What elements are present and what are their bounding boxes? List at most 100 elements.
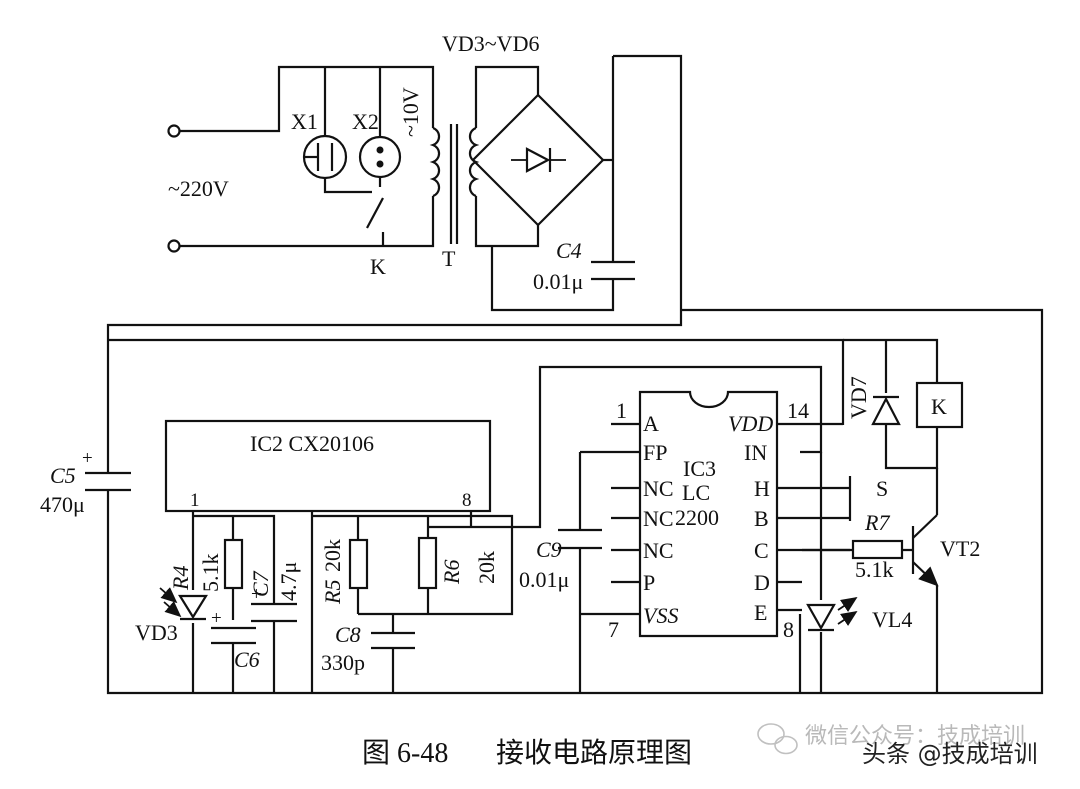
wechat-logo-icon xyxy=(757,723,798,755)
switch-s-label: S xyxy=(876,476,888,501)
watermark: 微信公众号：技成培训 头条 @技成培训 xyxy=(757,723,1038,768)
decoder-section: IC3 LC 2200 1 7 A FP NC NC NC P VSS 14 8… xyxy=(519,390,850,693)
ic3-pin-in: IN xyxy=(744,440,767,465)
figure-number: 图 6-48 xyxy=(362,738,448,769)
mains-terminal-top xyxy=(167,124,181,138)
r7-value: 5.1k xyxy=(855,557,894,582)
c5-value: 470μ xyxy=(40,492,85,517)
mains-terminal-bottom xyxy=(167,239,181,253)
r4-label: R4 xyxy=(168,566,193,591)
r4-value: 5.1k xyxy=(198,554,223,593)
c8-value: 330p xyxy=(321,650,365,675)
resistor-r6-icon xyxy=(417,536,438,590)
ic3-pin1-number: 1 xyxy=(616,398,627,423)
c6-plus-sign: + xyxy=(211,608,222,629)
ic2-chip xyxy=(164,419,492,513)
wire-socket-1 xyxy=(323,67,372,194)
ic3-name-3: 2200 xyxy=(675,505,719,530)
socket-x1-label: X1 xyxy=(291,109,318,134)
ic3-pin7-number: 7 xyxy=(608,617,619,642)
transformer-icon xyxy=(429,124,480,244)
led-vd3-icon xyxy=(159,587,208,621)
relay-k-coil xyxy=(915,381,964,429)
ic3-name-1: IC3 xyxy=(683,456,716,481)
resistor-r5-icon xyxy=(348,538,369,590)
diode-vd7-icon xyxy=(871,395,901,426)
capacitor-c7-icon xyxy=(251,602,297,623)
ic3-pin-e: E xyxy=(754,600,767,625)
c6-label: C6 xyxy=(234,647,260,672)
led-vl4-icon xyxy=(806,597,858,632)
vd7-label: VD7 xyxy=(846,376,871,419)
r6-label: R6 xyxy=(439,560,464,585)
c9-value: 0.01μ xyxy=(519,567,569,592)
ic3-name-2: LC xyxy=(682,480,710,505)
wire-secondary-top xyxy=(474,65,540,128)
r5-label: R5 xyxy=(320,580,345,605)
vt2-label: VT2 xyxy=(940,536,980,561)
ic3-pin-nc3: NC xyxy=(643,538,674,563)
wire-rc-network xyxy=(312,514,514,616)
socket-x2-label: X2 xyxy=(352,109,379,134)
ic3-pin-fp: FP xyxy=(643,440,667,465)
wire-mains-top xyxy=(180,65,435,133)
ic3-pin-p: P xyxy=(643,570,655,595)
ic3-pin-a: A xyxy=(643,411,659,436)
wire-ic2-out-to-in xyxy=(428,365,823,529)
capacitor-c5-icon xyxy=(85,471,131,492)
relay-k-label: K xyxy=(931,394,947,419)
resistor-r4-icon xyxy=(223,538,244,590)
secondary-voltage-label: ~10V xyxy=(398,87,423,137)
ic3-chip xyxy=(638,390,779,638)
c5-plus-sign: + xyxy=(82,448,93,469)
wire-relay-loop xyxy=(843,338,939,470)
transistor-vt2-icon xyxy=(911,468,939,693)
bridge-rectifier-icon xyxy=(471,93,605,227)
c8-label: C8 xyxy=(335,622,361,647)
ic2-pin1: 1 xyxy=(190,490,200,511)
ic3-pin8-number: 8 xyxy=(783,617,794,642)
ic3-pin-nc1: NC xyxy=(643,476,674,501)
watermark-faint-text: 微信公众号：技成培训 xyxy=(805,724,1025,749)
rectifier-label: VD3~VD6 xyxy=(442,31,539,56)
wire-secondary-bottom xyxy=(474,196,540,248)
ic2-pin8: 8 xyxy=(462,490,472,511)
c7-value: 4.7μ xyxy=(276,562,301,601)
ic3-pin14-number: 14 xyxy=(787,398,809,423)
resistor-r7-icon xyxy=(851,539,904,560)
transformer-label: T xyxy=(442,246,456,271)
capacitor-c9-icon xyxy=(558,528,602,550)
receiver-section: + C5 470μ IC2 CX20106 1 8 VD3 R4 5.1k + … xyxy=(40,308,1044,695)
vd3-label: VD3 xyxy=(135,620,178,645)
socket-x1-icon xyxy=(302,134,348,180)
vl4-label: VL4 xyxy=(872,607,912,632)
wire-c4-branch xyxy=(490,56,615,312)
ic3-pin-b: B xyxy=(754,506,769,531)
wire-vcc-bus xyxy=(106,54,683,473)
capacitor-c4-icon xyxy=(591,260,635,281)
ic3-pin-nc2: NC xyxy=(643,506,674,531)
c7-plus-sign: + xyxy=(251,584,262,605)
capacitor-c6-icon xyxy=(211,626,256,645)
ic3-pin-vdd: VDD xyxy=(728,411,773,436)
ic3-pin-h: H xyxy=(754,476,770,501)
c4-label: C4 xyxy=(556,238,582,263)
ic3-pin-d: D xyxy=(754,570,770,595)
r5-value: 20k xyxy=(320,539,345,572)
c4-value: 0.01μ xyxy=(533,269,583,294)
c5-label: C5 xyxy=(50,463,76,488)
wire-c7-branch xyxy=(193,514,276,693)
r7-label: R7 xyxy=(864,510,890,535)
switch-k-blade xyxy=(366,197,384,229)
capacitor-c8-icon xyxy=(371,631,415,650)
power-section: ~220V X1 X2 K T ~1 xyxy=(106,31,683,473)
output-section: VD7 K S R7 5.1k VT2 VL4 xyxy=(802,338,980,693)
switch-k-label: K xyxy=(370,254,386,279)
watermark-main-text: 头条 @技成培训 xyxy=(862,740,1038,768)
socket-x2-icon xyxy=(358,135,402,179)
wire-ground-rail xyxy=(106,308,1044,695)
wire-mains-bottom xyxy=(180,196,435,248)
mains-voltage-label: ~220V xyxy=(168,176,229,201)
